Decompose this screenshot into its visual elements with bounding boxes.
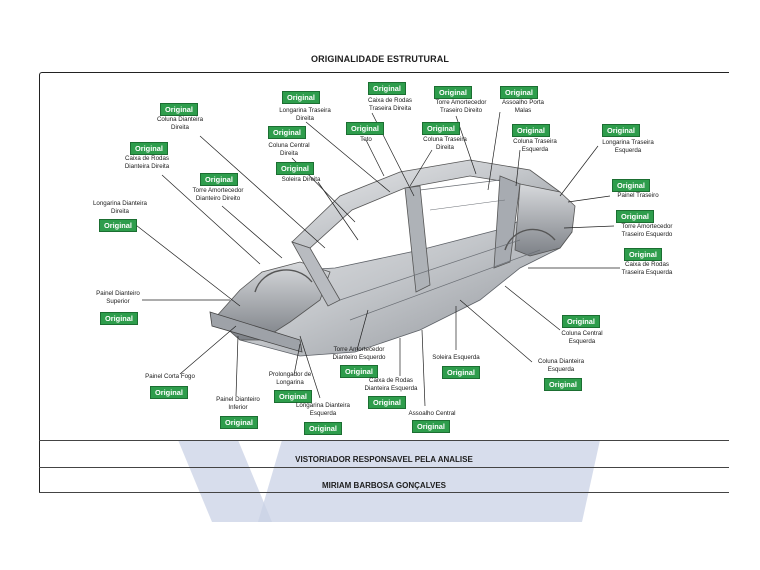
- status-badge: Original: [442, 366, 480, 379]
- status-badge: Original: [100, 312, 138, 325]
- status-badge: Original: [274, 390, 312, 403]
- part-label: Assoalho Porta Malas: [502, 99, 544, 114]
- status-badge: Original: [422, 122, 460, 135]
- status-badge: Original: [220, 416, 258, 429]
- status-badge: Original: [346, 122, 384, 135]
- status-badge: Original: [99, 219, 137, 232]
- status-badge: Original: [602, 124, 640, 137]
- status-badge: Original: [160, 103, 198, 116]
- part-label: Caixa de Rodas Dianteira Direita: [124, 155, 170, 170]
- part-label: Painel Traseiro: [617, 192, 659, 199]
- status-badge: Original: [500, 86, 538, 99]
- status-badge: Original: [616, 210, 654, 223]
- part-label: Torre Amortecedor Traseiro Esquerdo: [621, 223, 673, 238]
- part-label: Coluna Traseira Esquerda: [513, 138, 557, 153]
- status-badge: Original: [544, 378, 582, 391]
- page-title: ORIGINALIDADE ESTRUTURAL: [311, 54, 449, 64]
- status-badge: Original: [412, 420, 450, 433]
- status-badge: Original: [200, 173, 238, 186]
- inspector-name: MIRIAM BARBOSA GONÇALVES: [322, 481, 446, 490]
- status-badge: Original: [368, 396, 406, 409]
- status-badge: Original: [562, 315, 600, 328]
- part-label: Assoalho Central: [408, 410, 456, 417]
- part-label: Caixa de Rodas Traseira Esquerda: [621, 261, 673, 276]
- part-label: Prolongador de Longarina: [268, 371, 312, 386]
- part-label: Coluna Dianteira Esquerda: [537, 358, 585, 373]
- inspector-heading: VISTORIADOR RESPONSAVEL PELA ANALISE: [295, 455, 473, 464]
- part-label: Coluna Traseira Direita: [423, 136, 467, 151]
- part-label: Coluna Dianteira Direita: [156, 116, 204, 131]
- divider: [39, 467, 729, 468]
- status-badge: Original: [624, 248, 662, 261]
- part-label: Longarina Dianteira Direita: [92, 200, 147, 215]
- part-label: Painel Corta Fogo: [145, 373, 195, 380]
- status-badge: Original: [612, 179, 650, 192]
- part-label: Teto: [360, 136, 372, 143]
- part-label: Painel Dianteiro Inferior: [216, 396, 260, 411]
- part-label: Caixa de Rodas Dianteira Esquerda: [364, 377, 418, 392]
- status-badge: Original: [512, 124, 550, 137]
- part-label: Longarina Traseira Esquerda: [602, 139, 654, 154]
- part-label: Torre Amortecedor Dianteiro Esquerdo: [332, 346, 386, 361]
- status-badge: Original: [268, 126, 306, 139]
- part-label: Caixa de Rodas Traseira Direita: [367, 97, 413, 112]
- status-badge: Original: [340, 365, 378, 378]
- diagram-frame: [39, 72, 729, 492]
- status-badge: Original: [368, 82, 406, 95]
- status-badge: Original: [282, 91, 320, 104]
- part-label: Longarina Traseira Direita: [279, 107, 331, 122]
- part-label: Coluna Central Esquerda: [561, 330, 603, 345]
- status-badge: Original: [130, 142, 168, 155]
- part-label: Torre Amortecedor Traseiro Direito: [435, 99, 487, 114]
- part-label: Soleira Esquerda: [432, 354, 480, 361]
- status-badge: Original: [434, 86, 472, 99]
- part-label: Soleira Direita: [281, 176, 321, 183]
- divider: [39, 492, 729, 493]
- part-label: Coluna Central Direita: [268, 142, 310, 157]
- part-label: Painel Dianteiro Superior: [96, 290, 140, 305]
- status-badge: Original: [304, 422, 342, 435]
- status-badge: Original: [150, 386, 188, 399]
- divider: [39, 440, 729, 441]
- status-badge: Original: [276, 162, 314, 175]
- part-label: Longarina Dianteira Esquerda: [295, 402, 350, 417]
- part-label: Torre Amortecedor Dianteiro Direito: [192, 187, 244, 202]
